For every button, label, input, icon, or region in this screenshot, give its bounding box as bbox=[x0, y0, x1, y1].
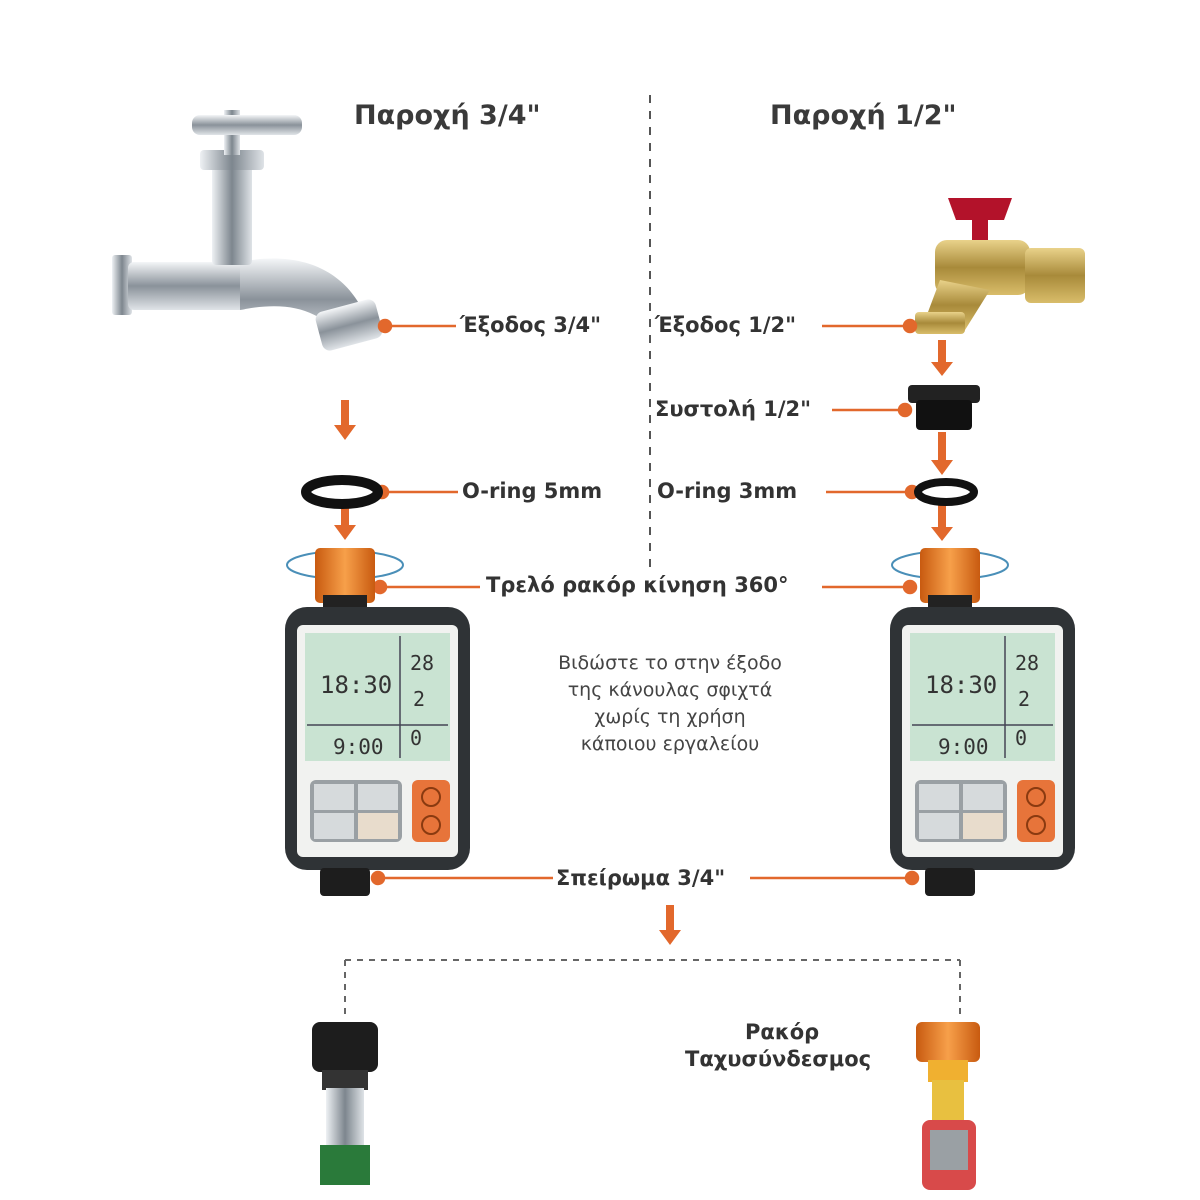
hose-connector-icon bbox=[312, 1022, 378, 1185]
plus-minus-buttons bbox=[1017, 780, 1055, 842]
lcd-mins: 0 bbox=[410, 726, 422, 750]
oring-3mm-icon bbox=[914, 478, 978, 506]
swivel-nut bbox=[920, 548, 980, 603]
title-supply-3-4: Παροχή 3/4" bbox=[354, 100, 541, 131]
lcd-clock: 18:30 bbox=[925, 671, 997, 699]
label-oring-3mm: O-ring 3mm bbox=[657, 479, 798, 503]
lcd-start-time: 9:00 bbox=[938, 735, 989, 759]
plus-minus-buttons bbox=[412, 780, 450, 842]
chrome-faucet-icon bbox=[112, 110, 383, 351]
lcd-days: 28 bbox=[1015, 651, 1039, 675]
label-quick-1: Ρακόρ bbox=[745, 1020, 820, 1044]
lcd-hours: 2 bbox=[1018, 687, 1030, 711]
lcd-start-time: 9:00 bbox=[333, 735, 384, 759]
label-oring-5mm: O-ring 5mm bbox=[462, 479, 603, 503]
title-supply-1-2: Παροχή 1/2" bbox=[770, 100, 957, 131]
reducer-fitting-icon bbox=[908, 385, 980, 430]
arrow-down-icons bbox=[334, 340, 953, 945]
plus-icon bbox=[1026, 787, 1046, 807]
lcd-hours: 2 bbox=[413, 687, 425, 711]
label-outlet-1-2: Έξοδος 1/2" bbox=[655, 313, 797, 337]
branch-dashed-lines bbox=[344, 959, 961, 1020]
label-thread: Σπείρωμα 3/4" bbox=[556, 866, 726, 890]
swivel-nut bbox=[315, 548, 375, 603]
lcd-clock: 18:30 bbox=[320, 671, 392, 699]
brass-faucet-icon bbox=[915, 198, 1085, 334]
label-outlet-3-4: Έξοδος 3/4" bbox=[460, 313, 602, 337]
outlet-thread bbox=[320, 868, 370, 896]
instruction-line: χωρίς τη χρήση bbox=[594, 706, 746, 728]
outlet-thread bbox=[925, 868, 975, 896]
instruction-line: Βιδώστε το στην έξοδο bbox=[558, 652, 782, 674]
water-timer-left: 18:30 9:00 28 2 0 bbox=[285, 548, 470, 896]
instruction-line: της κάνουλας σφιχτά bbox=[567, 679, 773, 701]
minus-icon bbox=[421, 815, 441, 835]
water-timer-right: 18:30 9:00 28 2 0 bbox=[890, 548, 1075, 896]
lcd-mins: 0 bbox=[1015, 726, 1027, 750]
lcd-screen bbox=[910, 633, 1055, 761]
instruction-line: κάποιου εργαλείου bbox=[580, 733, 760, 755]
lcd-screen bbox=[305, 633, 450, 761]
quick-connector-icon bbox=[916, 1022, 980, 1190]
callout-lines bbox=[370, 318, 920, 886]
label-quick-2: Ταχυσύνδεσμος bbox=[685, 1047, 872, 1071]
lcd-days: 28 bbox=[410, 651, 434, 675]
plus-icon bbox=[421, 787, 441, 807]
label-swivel: Τρελό ρακόρ κίνηση 360° bbox=[486, 573, 789, 597]
instructions-text: Βιδώστε το στην έξοδο της κάνουλας σφιχτ… bbox=[525, 650, 815, 758]
minus-icon bbox=[1026, 815, 1046, 835]
label-reducer: Συστολή 1/2" bbox=[655, 397, 812, 421]
oring-5mm-icon bbox=[301, 475, 383, 509]
